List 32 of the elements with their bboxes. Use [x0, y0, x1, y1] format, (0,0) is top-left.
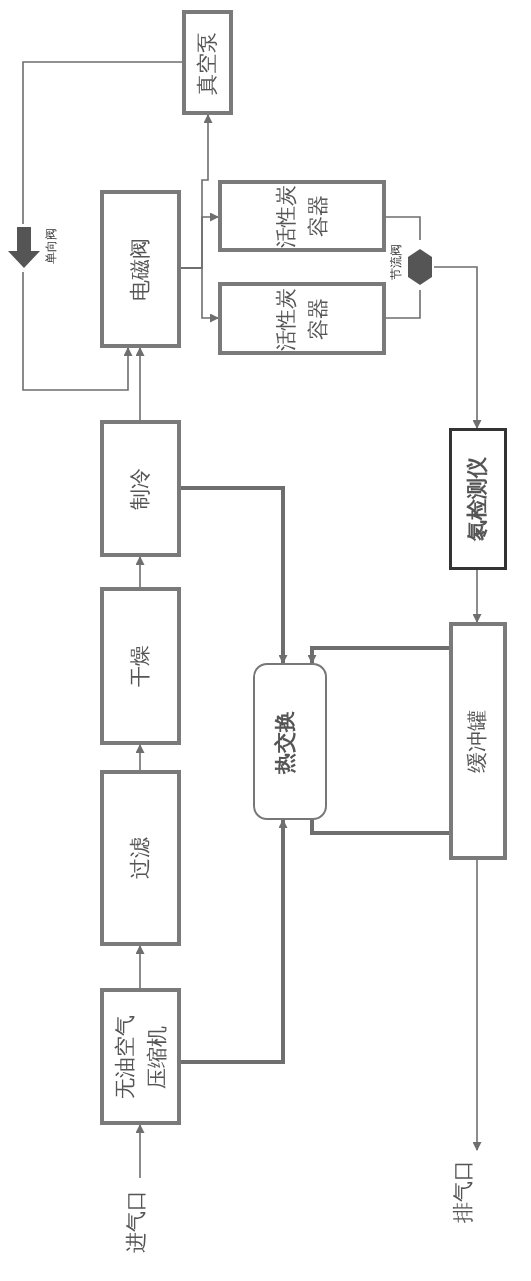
- arrow: [181, 819, 288, 1064]
- detector-box: 氡检测仪: [449, 428, 507, 570]
- connector-line: [385, 216, 421, 241]
- arrow: [472, 569, 482, 623]
- arrow: [135, 945, 145, 989]
- valve-label: 单向阀: [45, 228, 59, 264]
- container-box: 活性炭容器: [218, 282, 386, 355]
- arrow: [135, 347, 145, 421]
- process-box: 过滤: [100, 770, 181, 946]
- connector-line: [310, 820, 449, 835]
- process-box: 无油空气压缩机: [100, 988, 181, 1125]
- arrow: [135, 1124, 145, 1179]
- inlet-label: 进气口: [123, 1189, 150, 1253]
- valve-label: 节流阀: [390, 244, 404, 280]
- process-box: 干燥: [100, 587, 181, 745]
- outlet-label: 排气口: [450, 1159, 477, 1223]
- connector-line: [385, 289, 421, 319]
- arrow: [22, 271, 133, 391]
- arrow: [307, 646, 449, 664]
- tank-box: 缓冲罐: [449, 622, 507, 860]
- arrow: [135, 556, 145, 588]
- process-box: 制冷: [100, 420, 181, 557]
- container-box: 活性炭容器: [218, 180, 386, 252]
- connector-line: [22, 61, 183, 225]
- process-box: 真空泵: [182, 10, 233, 115]
- arrow: [433, 266, 482, 429]
- heat-exchanger-box: 热交换: [253, 663, 327, 820]
- arrow: [135, 744, 145, 771]
- arrow: [472, 859, 482, 1151]
- arrow: [180, 114, 213, 269]
- arrow: [181, 486, 288, 664]
- process-box: 电磁阀: [100, 190, 181, 348]
